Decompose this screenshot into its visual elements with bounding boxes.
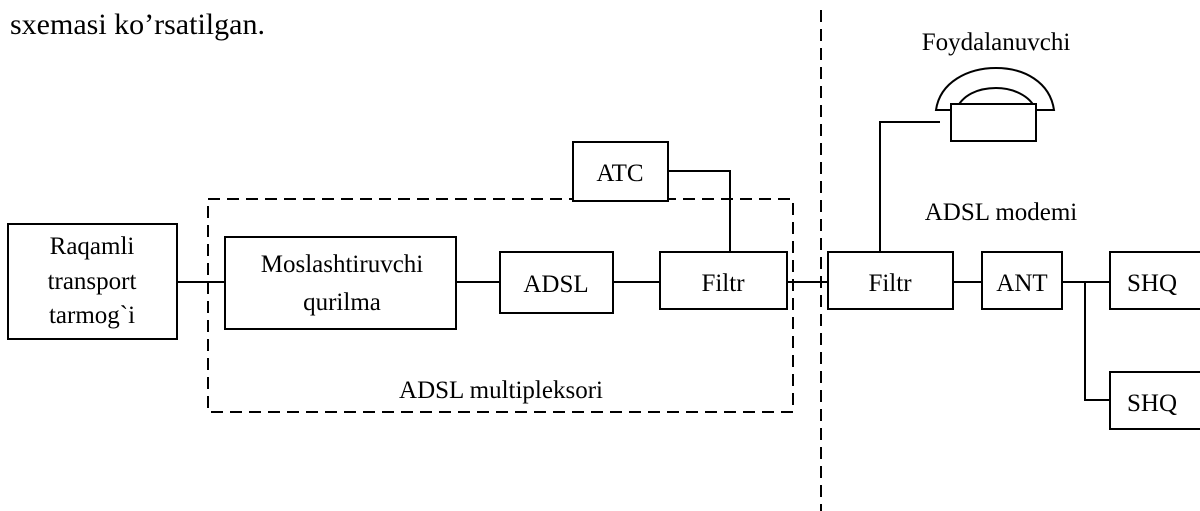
- filter-left-label: Filtr: [701, 270, 745, 297]
- multiplexer-boundary: [207, 198, 794, 413]
- filter-right-label: Filtr: [868, 270, 912, 297]
- network-label-line-3: tarmog`i: [49, 302, 135, 329]
- shq-bottom-block: SHQ: [1109, 371, 1200, 430]
- shq-bottom-label: SHQ: [1127, 390, 1177, 417]
- ant-block: ANT: [981, 251, 1063, 310]
- atc-label: ATC: [596, 160, 643, 187]
- shq-top-block: SHQ: [1109, 251, 1200, 310]
- adapter-label-line-2: qurilma: [303, 289, 381, 316]
- connection-wires: [177, 121, 1110, 401]
- adsl-block: ADSL: [499, 251, 614, 314]
- filter-right-block: Filtr: [827, 251, 954, 310]
- user-label: Foydalanuvchi: [922, 29, 1071, 56]
- adsl-label: ADSL: [523, 271, 588, 298]
- shq-top-label: SHQ: [1127, 270, 1177, 297]
- filter-left-block: Filtr: [659, 251, 788, 310]
- network-label-line-1: Raqamli: [50, 233, 135, 260]
- adapter-label-line-1: Moslashtiruvchi: [261, 251, 424, 278]
- modem-label: ADSL modemi: [925, 199, 1078, 226]
- adapter-device-block: Moslashtiruvchi qurilma: [224, 236, 457, 330]
- telephone-icon: [934, 66, 1056, 142]
- atc-block: ATC: [572, 141, 669, 202]
- network-label-line-2: transport: [48, 268, 137, 295]
- digital-transport-network-block: Raqamli transport tarmog`i: [7, 223, 178, 340]
- ant-label: ANT: [996, 270, 1047, 297]
- heading-text: sxemasi ko’rsatilgan.: [10, 8, 265, 41]
- multiplexer-label: ADSL multipleksori: [399, 377, 603, 404]
